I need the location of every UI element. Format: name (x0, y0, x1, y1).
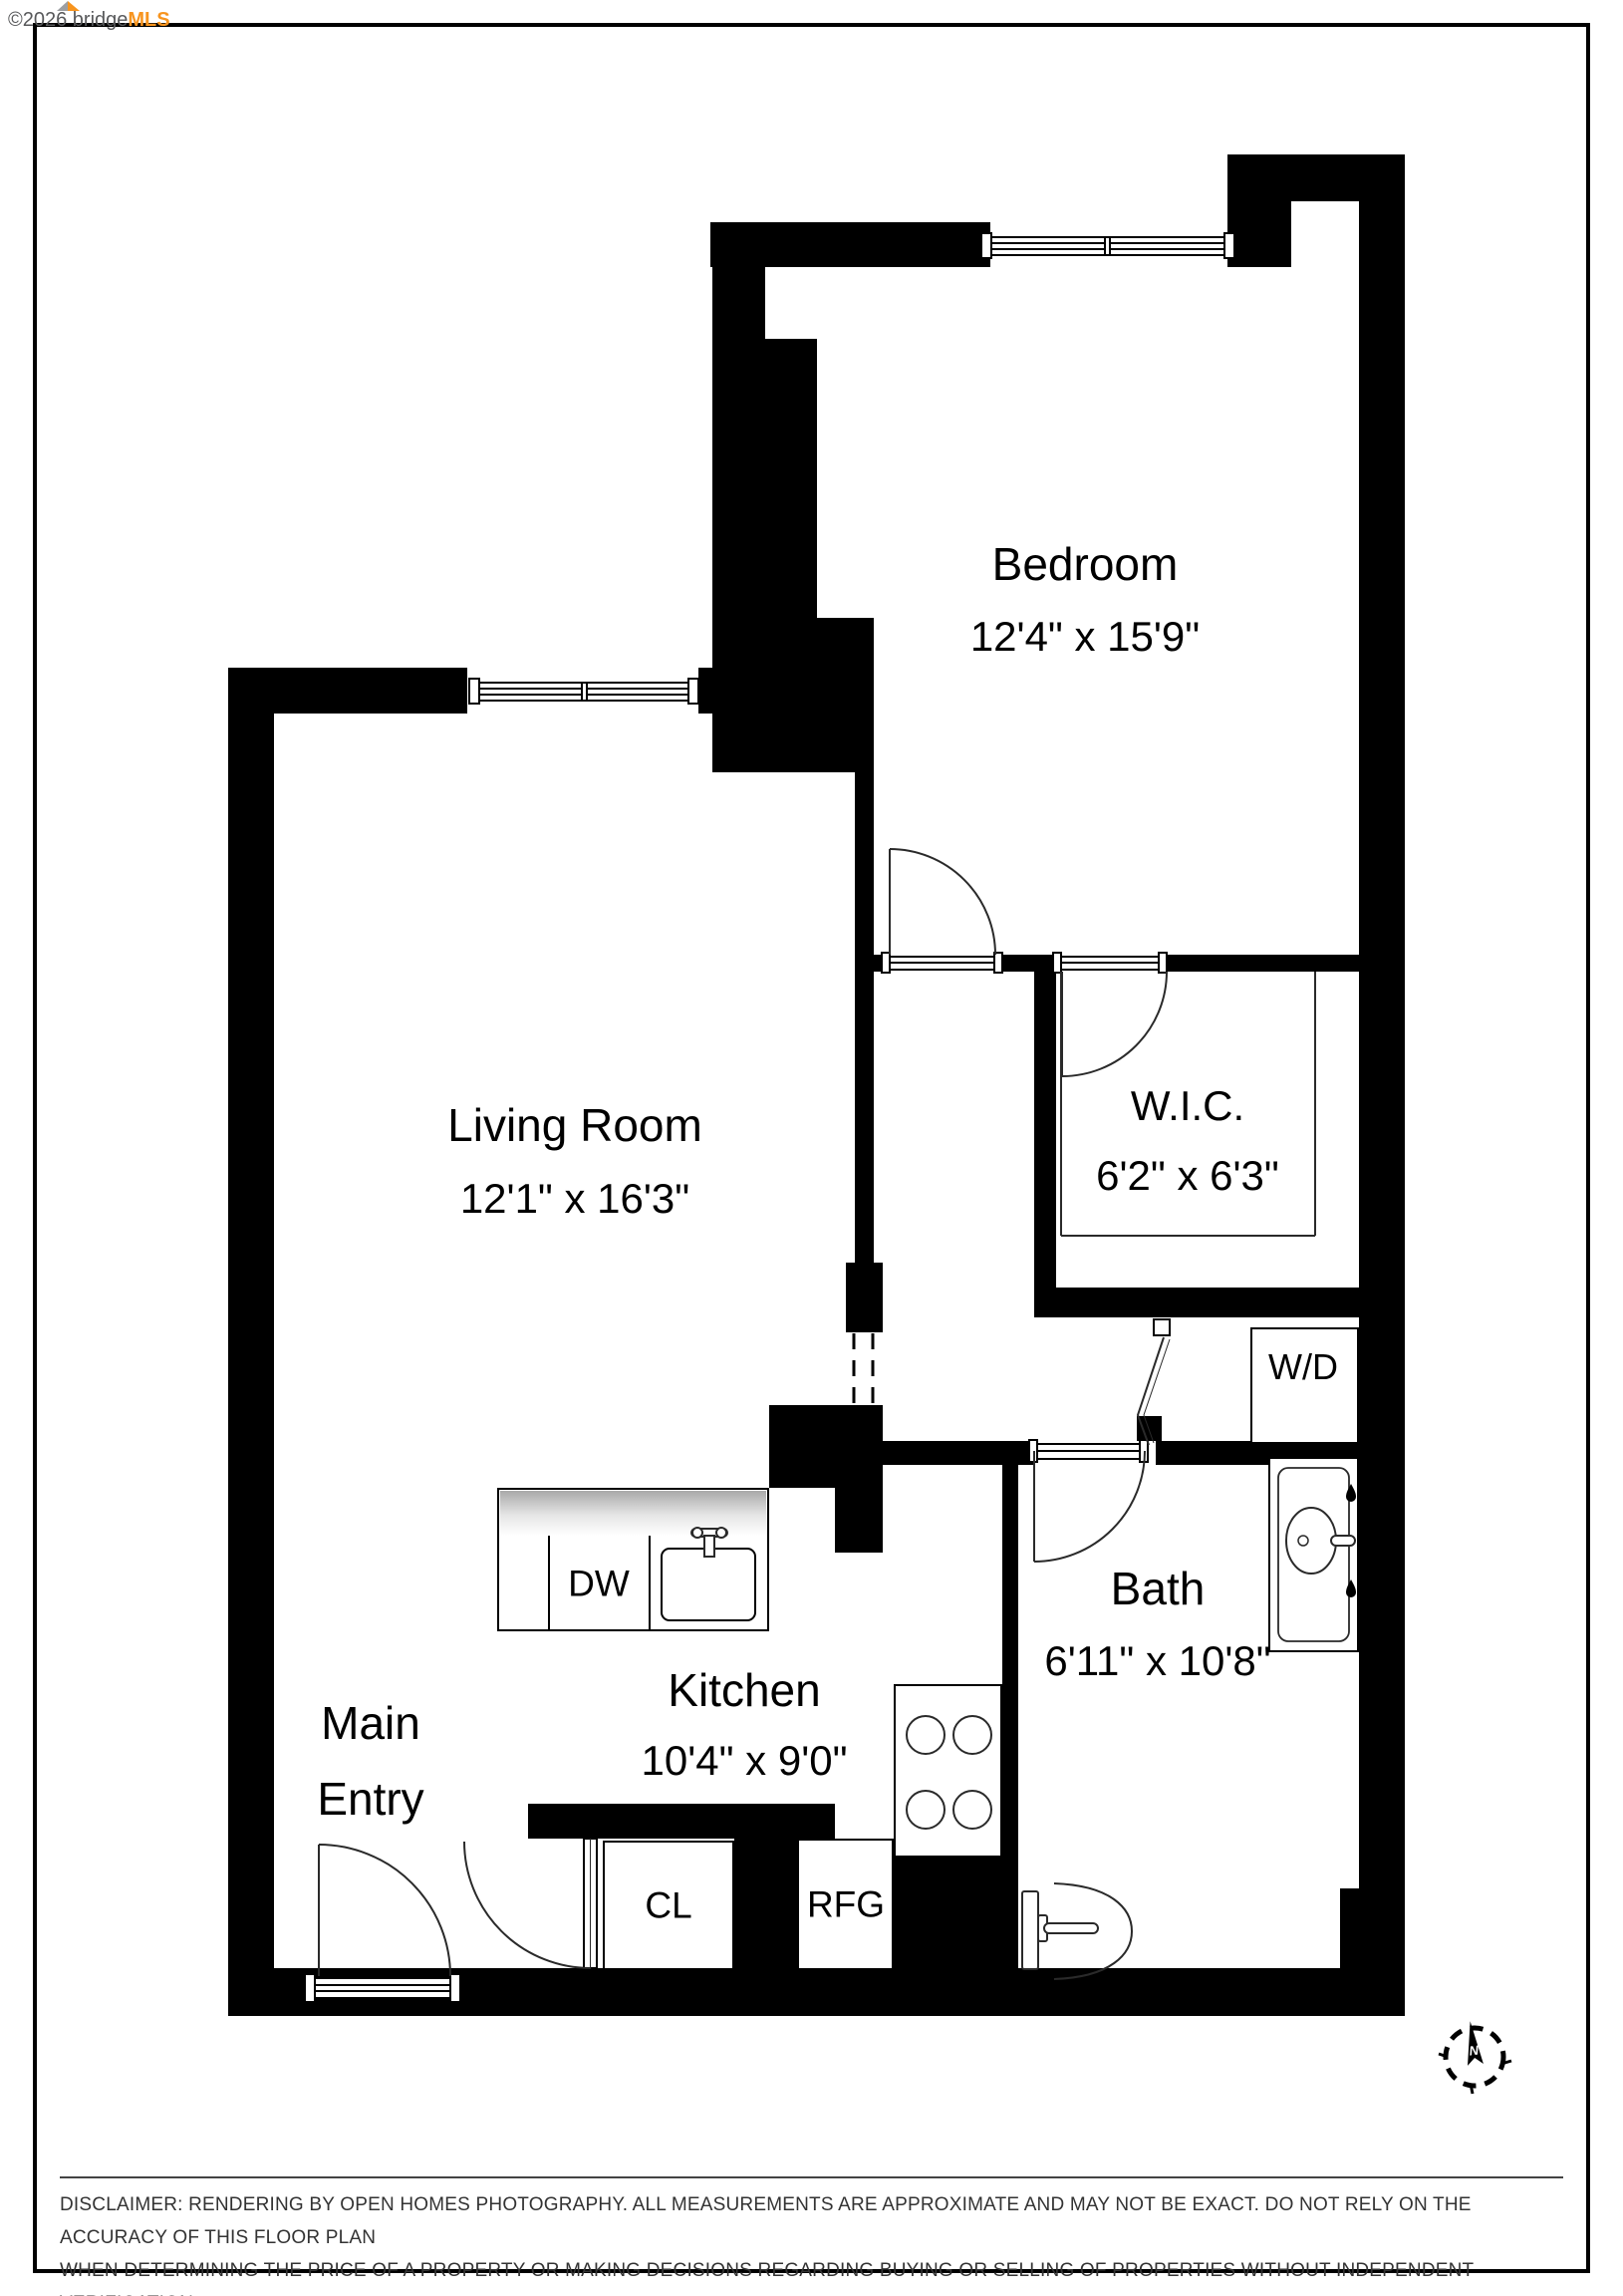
wic-door (1061, 971, 1168, 1077)
front-door (318, 1844, 451, 1977)
washer-dryer-closet (1250, 1327, 1359, 1444)
refrigerator-box (797, 1839, 894, 1970)
wall-segment (855, 772, 874, 1263)
wall-segment-right-exterior (1359, 154, 1405, 1888)
toilet (1021, 1882, 1134, 1980)
stove-box (894, 1684, 1002, 1858)
living-room-dimensions: 12'1" x 16'3" (459, 1175, 690, 1222)
window-mullion (580, 684, 588, 700)
bedroom-door (889, 848, 996, 956)
main-entry-label-line1: Main (321, 1697, 420, 1749)
living-room-label: Living Room (447, 1099, 702, 1151)
wall-segment (1002, 1441, 1018, 1968)
bath-sink (1277, 1467, 1356, 1642)
main-entry-label-line2: Entry (317, 1773, 424, 1825)
open-passage-dashed-lines (852, 1333, 875, 1423)
compass-north-label: N (1469, 2042, 1481, 2058)
threshold-line (1058, 962, 1162, 965)
wall-segment (1227, 201, 1291, 267)
wall-segment (769, 1405, 883, 1488)
watermark-brand: MLS (128, 9, 170, 31)
bath-vanity-box (1268, 1457, 1359, 1652)
bath-label: Bath (1110, 1563, 1206, 1614)
disclaimer-divider (60, 2176, 1563, 2178)
bedroom-label: Bedroom (991, 538, 1179, 590)
window-jamb (687, 678, 699, 705)
kitchen-sink (661, 1548, 756, 1621)
watermark: ©2026 bridgeMLS (8, 9, 170, 32)
stove-burners (906, 1715, 992, 1830)
cold-water-drop-icon (1346, 1579, 1356, 1597)
wic-label: W.I.C. (1130, 1082, 1245, 1129)
hot-water-drop-icon (1346, 1484, 1356, 1502)
door-jamb (993, 952, 1003, 974)
counter-divider (649, 1536, 651, 1629)
entry-closet-door (463, 1838, 598, 1969)
washer-dryer-label: W/D (1268, 1346, 1338, 1387)
disclaimer: DISCLAIMER: RENDERING BY OPEN HOMES PHOT… (60, 2188, 1563, 2296)
kitchen-faucet-icon (690, 1527, 728, 1558)
living-room-window (478, 682, 691, 702)
bath-door (1033, 1450, 1146, 1563)
wall-segment (698, 668, 767, 714)
window-mullion (1104, 238, 1112, 254)
bath-dimensions: 6'11" x 10'8" (1044, 1637, 1271, 1684)
wall-segment (734, 1839, 797, 1968)
threshold-line (887, 962, 997, 965)
refrigerator-label: RFG (806, 1883, 886, 1925)
window-jamb (468, 678, 480, 705)
threshold-line (1036, 1450, 1143, 1453)
wall-segment (1034, 955, 1056, 1317)
door-jamb (881, 952, 891, 974)
wall-segment (710, 222, 990, 267)
wall-segment (528, 1804, 835, 1839)
threshold-line (314, 1984, 451, 1987)
wall-segment (765, 618, 874, 772)
wall-segment (846, 1263, 883, 1332)
door-jamb (1158, 952, 1168, 974)
wall-segment (1340, 1888, 1405, 1968)
dishwasher-label: DW (568, 1563, 630, 1604)
wall-segment (894, 1856, 1002, 1968)
compass-rose-icon: N (1438, 2021, 1512, 2095)
door-jamb (304, 1973, 316, 2003)
wall-segment (1164, 955, 1359, 972)
wic-dimensions: 6'2" x 6'3" (1096, 1152, 1279, 1199)
wall-segment (1034, 1288, 1359, 1317)
closet-box (603, 1841, 734, 1970)
kitchen-dimensions: 10'4" x 9'0" (641, 1737, 848, 1784)
door-jamb (1052, 952, 1062, 974)
disclaimer-line2: WHEN DETERMINING THE PRICE OF A PROPERTY… (60, 2260, 1474, 2296)
door-jamb (449, 1973, 461, 2003)
bridgemls-logo-icon (57, 1, 80, 11)
bedroom-window (990, 236, 1227, 256)
window-jamb (1223, 232, 1235, 259)
counter-divider (548, 1536, 550, 1629)
window-jamb (980, 232, 992, 259)
washer-dryer-bifold-door (1136, 1318, 1171, 1446)
wic-closet-outline (1060, 972, 1316, 1237)
wall-segment-left-exterior (228, 668, 274, 2016)
wall-segment (1137, 1416, 1162, 1441)
closet-label: CL (645, 1884, 692, 1926)
bedroom-dimensions: 12'4" x 15'9" (969, 613, 1201, 660)
disclaimer-line1: DISCLAIMER: RENDERING BY OPEN HOMES PHOT… (60, 2194, 1472, 2248)
watermark-text: ©2026 bridge (8, 9, 129, 31)
page-border-frame (33, 23, 1590, 2273)
threshold-line (314, 1990, 451, 1993)
kitchen-label: Kitchen (668, 1664, 821, 1716)
